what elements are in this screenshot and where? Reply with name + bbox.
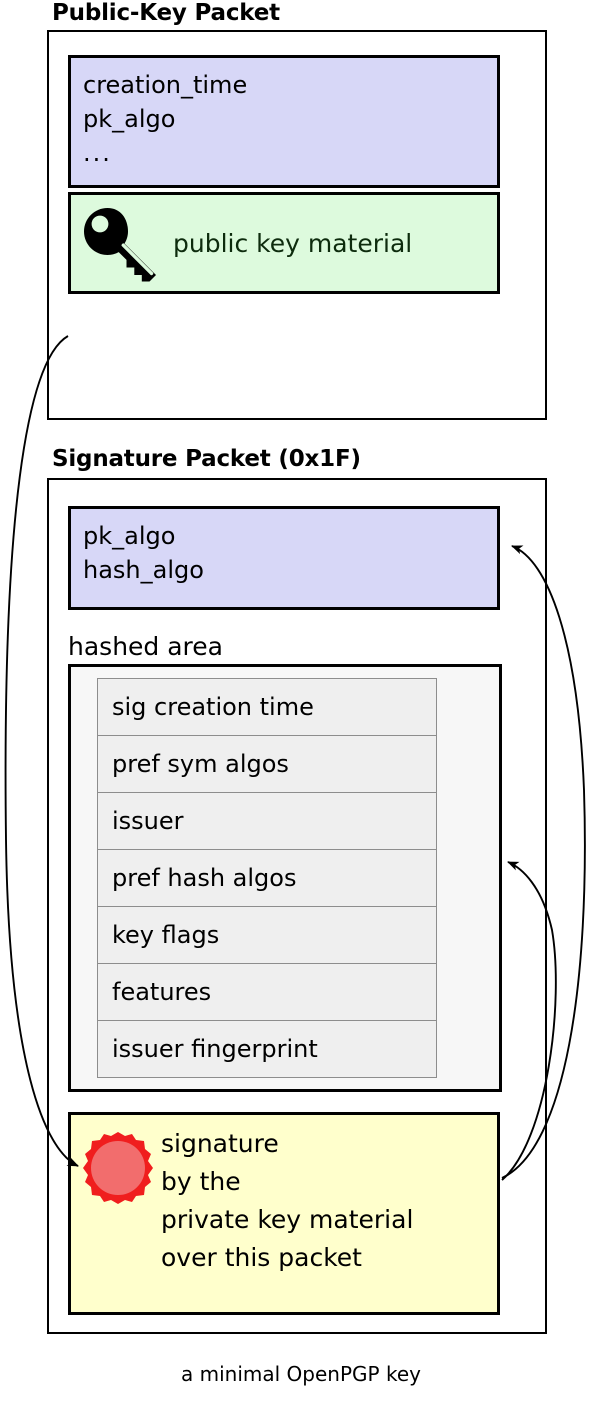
diagram-caption: a minimal OpenPGP key xyxy=(181,1362,421,1386)
subpacket-list: sig creation time pref sym algos issuer … xyxy=(97,678,437,1078)
signature-line-4: over this packet xyxy=(161,1243,362,1272)
subpacket-label: pref hash algos xyxy=(112,864,297,892)
public-key-material-box: public key material xyxy=(68,192,500,294)
hashed-area-label: hashed area xyxy=(68,632,223,661)
list-item: pref sym algos xyxy=(98,736,436,793)
signature-packet-title: Signature Packet (0x1F) xyxy=(52,446,361,472)
public-key-fields-box: creation_time pk_algo ... xyxy=(68,55,500,188)
subpacket-label: issuer fingerprint xyxy=(112,1035,318,1063)
signature-line-2: by the xyxy=(161,1167,241,1196)
hashed-area-box: sig creation time pref sym algos issuer … xyxy=(68,664,502,1092)
list-item: features xyxy=(98,964,436,1021)
field-creation-time: creation_time xyxy=(83,71,248,99)
signature-description: signature by the private key material ov… xyxy=(161,1125,413,1277)
field-sig-pk-algo: pk_algo xyxy=(83,522,176,550)
signature-value-box: signature by the private key material ov… xyxy=(68,1112,500,1315)
key-icon xyxy=(77,200,163,286)
public-key-fields-lines: creation_time pk_algo ... xyxy=(71,58,497,170)
subpacket-label: issuer xyxy=(112,807,184,835)
list-item: sig creation time xyxy=(98,679,436,736)
field-pk-algo: pk_algo xyxy=(83,105,176,133)
list-item: key flags xyxy=(98,907,436,964)
subpacket-label: sig creation time xyxy=(112,693,314,721)
field-sig-hash-algo: hash_algo xyxy=(83,556,204,584)
subpacket-label: features xyxy=(112,978,212,1006)
public-key-material-label: public key material xyxy=(173,228,413,258)
list-item: issuer xyxy=(98,793,436,850)
list-item: pref hash algos xyxy=(98,850,436,907)
subpacket-label: pref sym algos xyxy=(112,750,289,778)
signature-algos-lines: pk_algo hash_algo xyxy=(71,509,497,587)
field-ellipsis: ... xyxy=(83,139,112,167)
list-item: issuer fingerprint xyxy=(98,1021,436,1078)
wax-seal-icon xyxy=(79,1129,157,1207)
signature-algos-box: pk_algo hash_algo xyxy=(68,506,500,610)
signature-line-1: signature xyxy=(161,1129,279,1158)
signature-line-3: private key material xyxy=(161,1205,414,1234)
public-key-packet-title: Public-Key Packet xyxy=(52,0,280,26)
subpacket-label: key flags xyxy=(112,921,220,949)
